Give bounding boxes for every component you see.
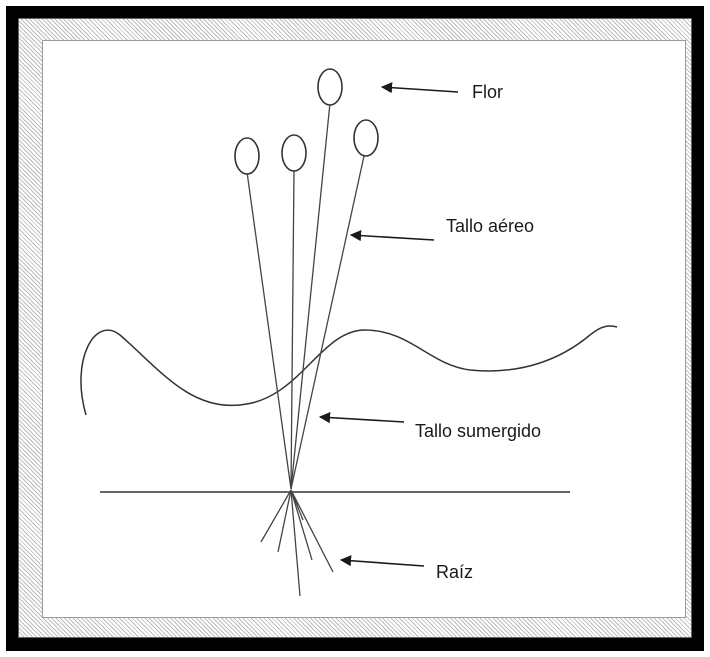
water-surface-line — [81, 326, 617, 415]
arrow-tallo-aereo — [351, 235, 434, 240]
arrow-raiz — [341, 560, 424, 566]
label-tallo-aereo: Tallo aéreo — [446, 216, 534, 236]
roots — [261, 490, 333, 596]
stem-1 — [247, 172, 291, 489]
label-raiz: Raíz — [436, 562, 473, 582]
root-2 — [278, 490, 291, 552]
flower-1 — [235, 138, 259, 174]
stem-2 — [291, 170, 294, 489]
arrow-tallo-sumergido — [320, 417, 404, 422]
flower-2 — [282, 135, 306, 171]
stem-4 — [291, 156, 364, 489]
label-flor: Flor — [472, 82, 503, 102]
label-tallo-sumergido: Tallo sumergido — [415, 421, 541, 441]
flowers — [235, 69, 378, 174]
root-1 — [261, 490, 291, 542]
flower-3 — [318, 69, 342, 105]
arrow-flor — [382, 87, 458, 92]
flower-4 — [354, 120, 378, 156]
